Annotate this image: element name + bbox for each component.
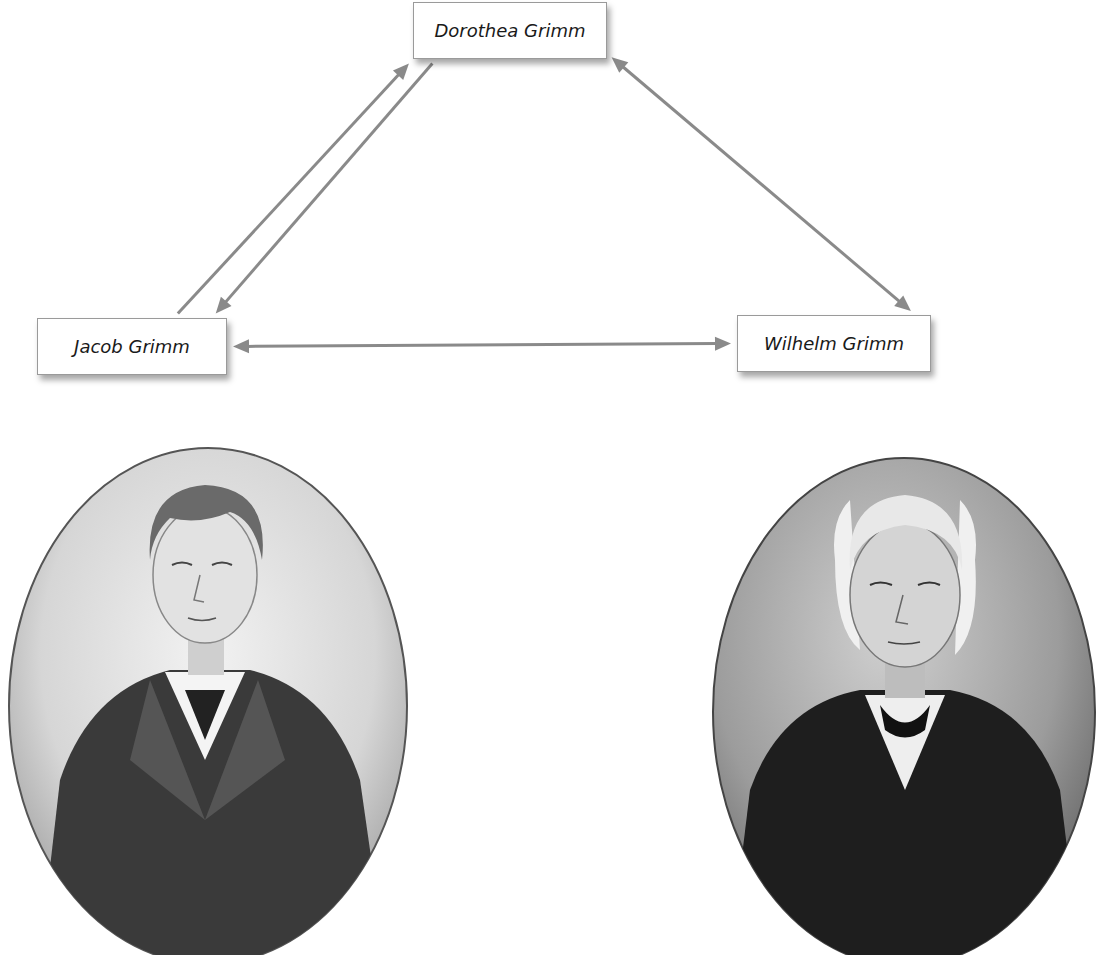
wilhelm-portrait xyxy=(713,458,1095,955)
jacob-portrait xyxy=(9,448,407,955)
relation-arrow xyxy=(612,57,911,311)
name-box: Jacob Grimm xyxy=(37,318,227,375)
name-box: Wilhelm Grimm xyxy=(737,315,931,372)
relation-arrow xyxy=(216,64,433,314)
person-name: Wilhelm Grimm xyxy=(764,333,904,354)
name-box: Dorothea Grimm xyxy=(413,2,607,59)
person-name: Dorothea Grimm xyxy=(435,20,586,41)
person-name: Jacob Grimm xyxy=(74,336,190,357)
relation-arrow xyxy=(233,337,731,354)
relation-arrow xyxy=(178,63,409,313)
